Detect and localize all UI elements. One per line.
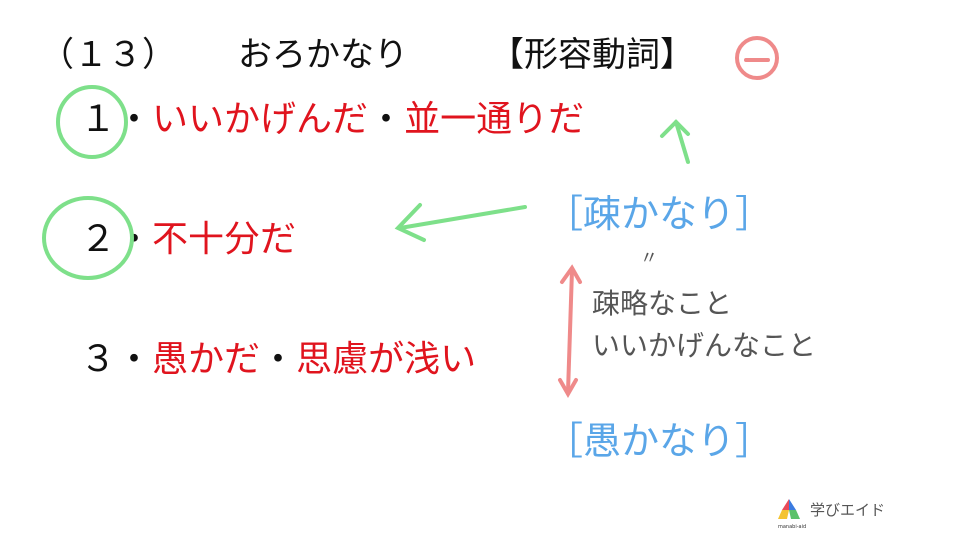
meaning-number: １: [80, 99, 117, 140]
meaning-number: ２: [80, 219, 117, 260]
meaning-text: 思慮が浅い: [296, 339, 477, 380]
meaning-text: 不十分だ: [152, 219, 297, 260]
meaning-3: ３・愚かだ・思慮が浅い: [80, 342, 476, 378]
circle-mark-2: [42, 196, 134, 280]
logo-text: 学びエイド: [810, 500, 886, 519]
title-part-of-speech: 【形容動詞】: [490, 35, 694, 75]
logo-subtext: manabi-aid: [778, 524, 807, 530]
title-number: （１３）: [40, 35, 176, 75]
minus-circle-icon: [735, 36, 779, 80]
meaning-1: １・いいかげんだ・並一通りだ: [80, 102, 584, 138]
annotation-note-1: 疎略なこと: [592, 287, 733, 320]
meaning-text: いいかげんだ: [152, 99, 369, 140]
logo: 学びエイド manabi-aid: [778, 498, 886, 530]
annotation-equals: 〃: [640, 248, 658, 269]
arrow-double-pink-icon: [558, 264, 582, 399]
separator: ・: [116, 219, 153, 260]
separator: ・: [260, 339, 297, 380]
circle-mark-1: [56, 85, 128, 159]
meaning-text: 並一通りだ: [404, 99, 585, 140]
meaning-2: ２・不十分だ: [80, 222, 296, 258]
annotation-kanji-1: ［疎かなり］: [545, 192, 774, 236]
separator: ・: [116, 339, 153, 380]
title-word: おろかなり: [238, 35, 408, 75]
arrow-left-green-icon: [394, 203, 527, 242]
arrow-up-green-icon: [660, 119, 690, 164]
meaning-text: 愚かだ: [152, 339, 261, 380]
annotation-note-2: いいかげんなこと: [592, 329, 817, 362]
annotation-kanji-2: ［愚かなり］: [545, 419, 774, 463]
logo-icon: [778, 499, 800, 519]
meaning-number: ３: [80, 339, 117, 380]
separator: ・: [368, 99, 405, 140]
